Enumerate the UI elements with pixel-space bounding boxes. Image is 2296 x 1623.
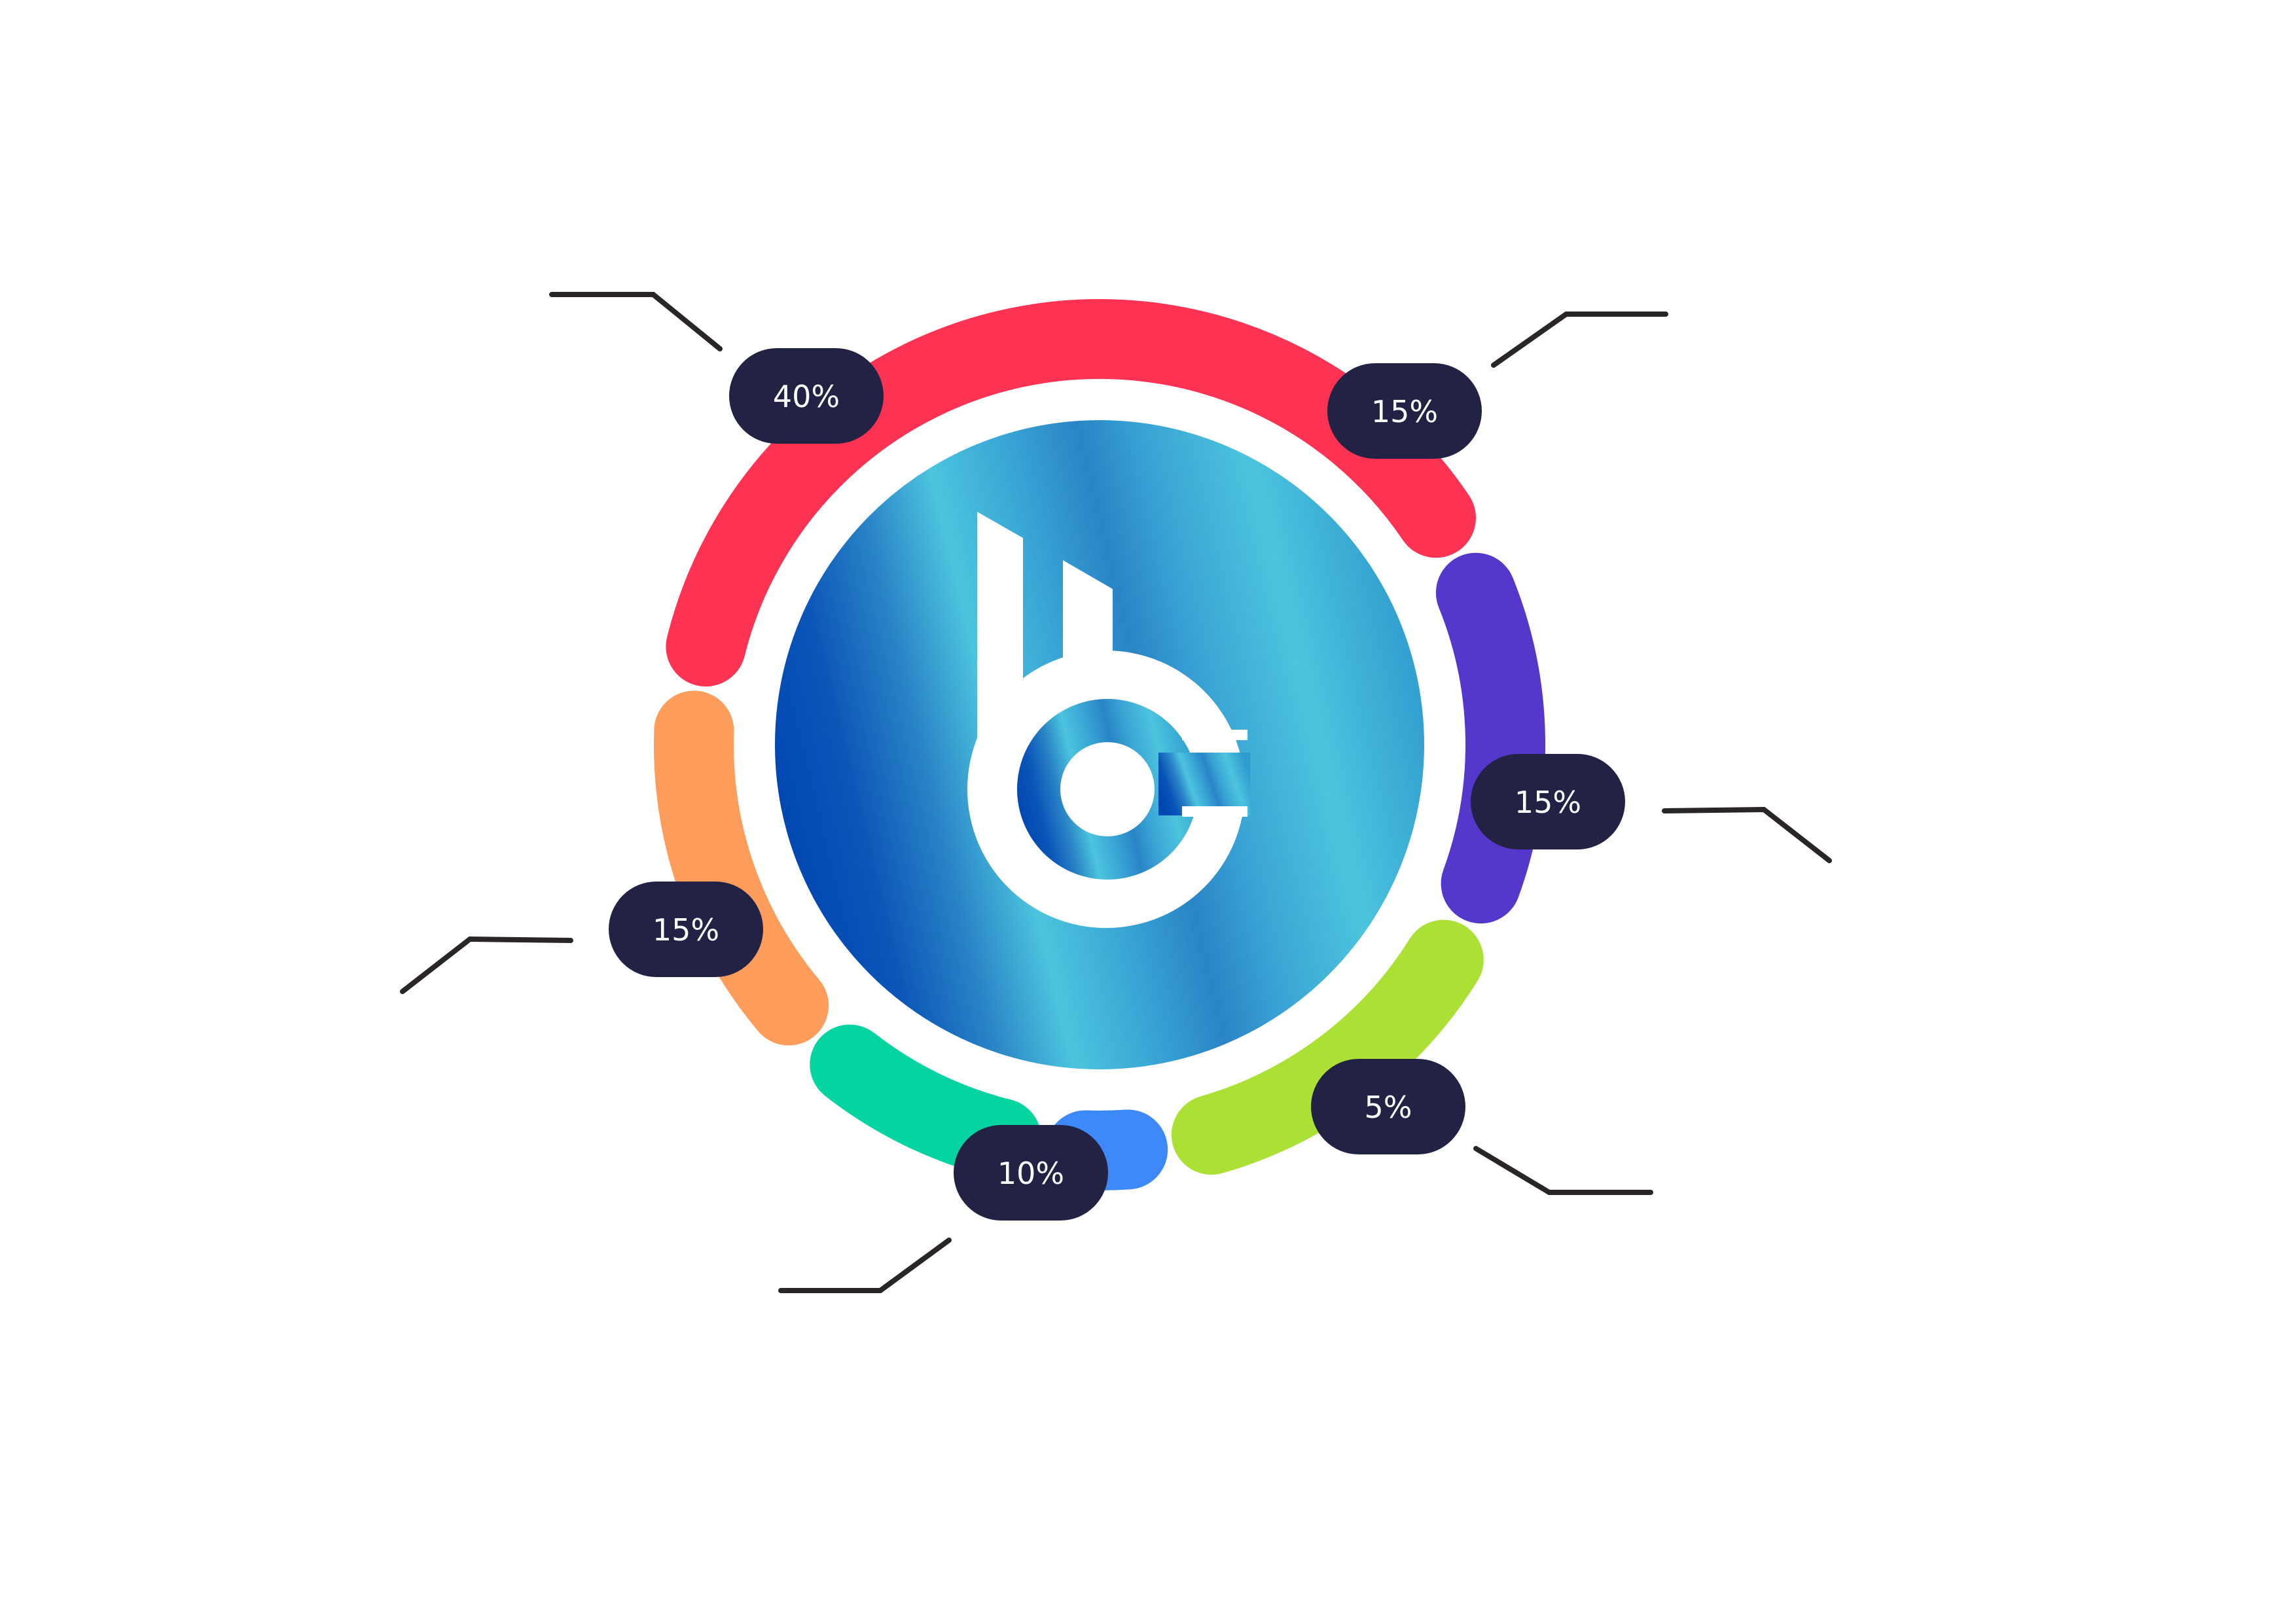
leader-lines xyxy=(400,292,1832,1293)
value-label-3: 15% xyxy=(1471,754,1625,849)
leader-line-1 xyxy=(549,292,723,351)
value-label-2: 15% xyxy=(1327,363,1482,459)
value-label-text: 15% xyxy=(1515,785,1581,820)
pie-slice-5 xyxy=(810,1024,1041,1179)
logo-c-opening xyxy=(1158,753,1250,815)
value-label-5: 10% xyxy=(954,1125,1108,1221)
value-label-pill xyxy=(1471,754,1625,849)
leader-line-5 xyxy=(778,1238,952,1293)
leader-line-2 xyxy=(1491,312,1668,368)
value-label-text: 5% xyxy=(1365,1090,1412,1125)
logo-b-short-stem xyxy=(1063,560,1113,661)
value-label-text: 15% xyxy=(653,912,719,948)
value-label-pill xyxy=(729,348,884,444)
logo-c-opening-top xyxy=(1182,730,1247,740)
logo-c-middle xyxy=(1060,742,1155,836)
pie-slice-2 xyxy=(1435,552,1545,924)
leader-line-6 xyxy=(400,936,573,994)
value-label-text: 10% xyxy=(997,1156,1064,1191)
bc-logo-icon xyxy=(967,512,1250,928)
value-label-pill xyxy=(609,882,763,977)
pie-slice-6 xyxy=(654,690,829,1046)
value-label-6: 15% xyxy=(609,882,763,977)
value-label-text: 15% xyxy=(1371,394,1438,429)
value-label-1: 40% xyxy=(729,348,884,444)
value-label-pill xyxy=(1311,1059,1465,1154)
value-labels: 40% 15% 15% 5% 10% 15% xyxy=(609,348,1625,1221)
leader-line-4 xyxy=(1473,1146,1653,1195)
value-label-pill xyxy=(954,1125,1108,1221)
logo-c-opening-bottom xyxy=(1182,806,1247,817)
value-label-pill xyxy=(1327,363,1482,459)
value-label-4: 5% xyxy=(1311,1059,1465,1154)
value-label-text: 40% xyxy=(773,379,840,414)
leader-line-3 xyxy=(1662,806,1832,863)
